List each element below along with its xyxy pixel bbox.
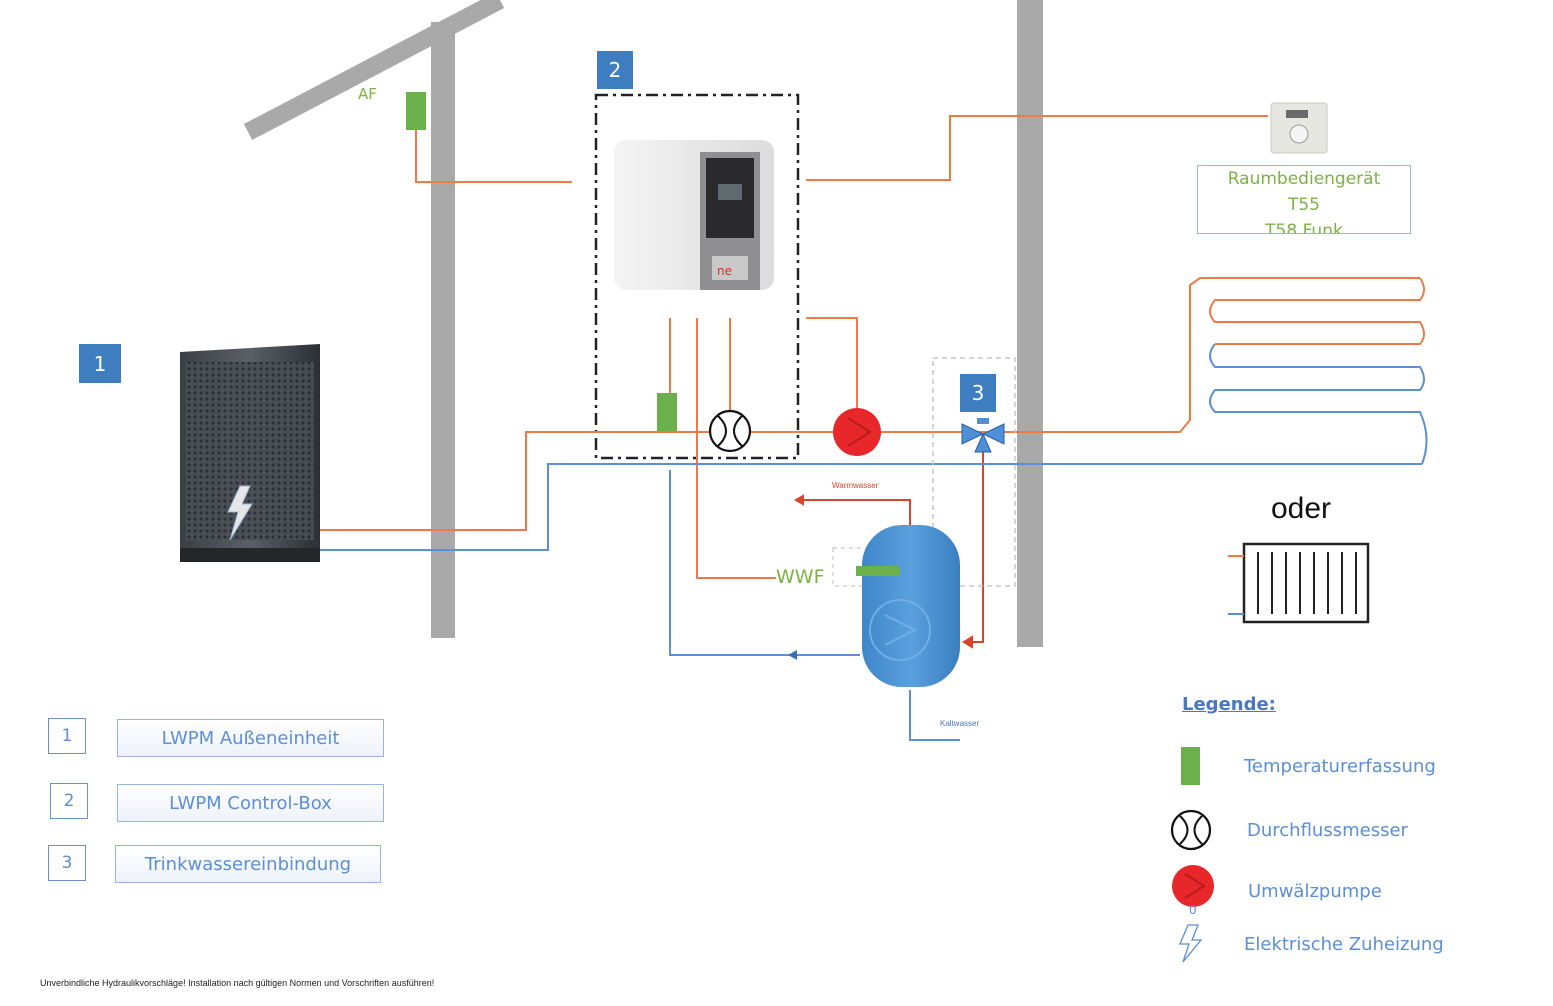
legend-label-control-box: LWPM Control-Box — [117, 784, 384, 822]
control-box: ne — [594, 93, 800, 460]
legend-item-pump: Umwälzpumpe — [1248, 881, 1382, 902]
wwf-label: WWF — [776, 566, 825, 588]
legend-item-electric-heater: Elektrische Zuheizung — [1244, 934, 1444, 955]
number-badge-1: 1 — [79, 344, 121, 383]
flow-temperature-sensor — [657, 393, 677, 431]
legend-item-flow-meter: Durchflussmesser — [1247, 820, 1408, 841]
legend-item-temperature: Temperaturerfassung — [1244, 756, 1436, 777]
room-control-unit — [1270, 102, 1328, 154]
number-badge-2: 2 — [597, 51, 633, 89]
lightning-icon — [1179, 924, 1203, 963]
svg-text:ne: ne — [717, 264, 732, 278]
warm-water-label: Warmwasser — [832, 481, 879, 490]
number-badge-3: 3 — [960, 374, 996, 412]
cold-water-label: Kaltwasser — [940, 719, 979, 728]
domestic-hot-water-loop — [793, 448, 984, 649]
radiator — [1228, 542, 1370, 624]
room-unit-line-1: Raumbediengerät — [1227, 169, 1381, 189]
flow-meter — [708, 409, 752, 453]
three-way-valve — [961, 418, 1005, 453]
legend-label-outdoor-unit: LWPM Außeneinheit — [117, 719, 384, 757]
legend-label-dhw-integration: Trinkwassereinbindung — [115, 845, 381, 883]
legend-number-1: 1 — [48, 718, 86, 754]
dhw-group-frame — [932, 357, 1016, 587]
outdoor-heat-pump — [180, 344, 320, 562]
building-structure — [243, 0, 1043, 647]
legend-title: Legende: — [1182, 694, 1276, 715]
room-unit-line-3: T58 Funk — [1265, 221, 1343, 234]
svg-text:1: 1 — [94, 352, 107, 376]
svg-text:0: 0 — [1189, 903, 1197, 917]
disclaimer-footnote: Unverbindliche Hydraulikvorschläge! Inst… — [40, 978, 435, 988]
circulation-pump — [833, 408, 881, 456]
flow-piping — [320, 115, 1425, 579]
legend-number-2: 2 — [50, 783, 88, 819]
circulation-pump-icon: 0 — [1172, 865, 1214, 917]
temperature-sensor-icon — [1181, 747, 1200, 785]
legend-number-3: 3 — [48, 845, 86, 881]
hot-water-tank: WWF Warmwasser Kaltwasser — [776, 481, 979, 728]
svg-text:2: 2 — [609, 58, 622, 82]
room-control-unit-label-box: Raumbediengerät T55 T58 Funk — [1197, 165, 1411, 234]
af-label: AF — [358, 85, 377, 103]
room-unit-line-2: T55 — [1287, 195, 1321, 215]
oder-label: oder — [1271, 492, 1332, 525]
svg-text:3: 3 — [972, 381, 985, 405]
outdoor-sensor: AF — [358, 85, 572, 183]
flow-meter-icon — [1170, 809, 1212, 851]
